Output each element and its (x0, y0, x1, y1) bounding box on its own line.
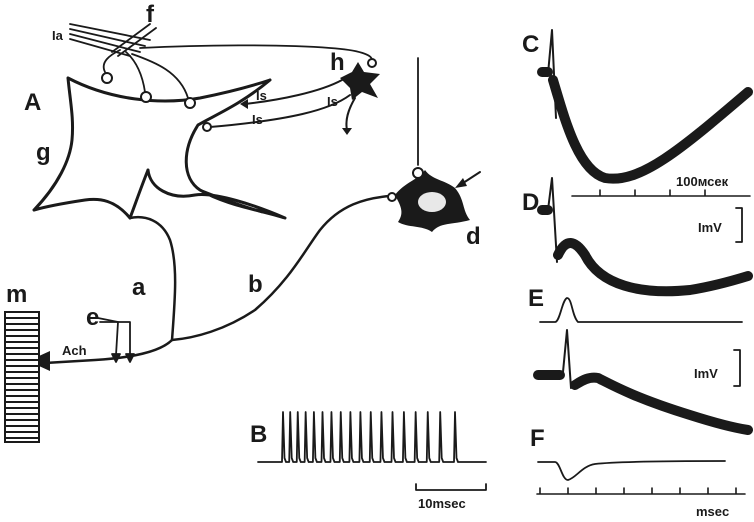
time-scale-c (572, 190, 750, 196)
label-D: D (522, 189, 539, 216)
label-a: a (132, 274, 146, 301)
dendrite-branch (200, 190, 262, 212)
scale-label-10msec: 10msec (418, 496, 466, 511)
label-is-2: Is (327, 94, 338, 109)
arrow-head (455, 178, 467, 188)
trace-e (538, 375, 748, 430)
synapse-knob (102, 73, 112, 83)
motoneuron-g-soma (34, 78, 285, 218)
renshaw-cell-d (395, 170, 470, 232)
label-ach: Ach (62, 343, 87, 358)
trace-e-top (540, 298, 742, 322)
trace-e-spike (563, 330, 571, 388)
label-e: e (86, 304, 99, 331)
volt-scale-d (736, 208, 742, 242)
panel-f-trace: F msec (530, 425, 745, 519)
panel-a-schematic: A g a b m e f h d Ia Is Is Is Ach (5, 1, 481, 442)
scale-label-f: msec (696, 504, 729, 519)
scale-bar-10msec (416, 484, 486, 490)
label-F: F (530, 425, 545, 452)
label-E: E (528, 285, 544, 312)
panel-c-trace: C 100мсек (522, 30, 750, 196)
electrodes-e (98, 318, 134, 362)
trace-d-spike (548, 178, 557, 262)
panel-e-trace: E ImV (528, 285, 748, 430)
scale-label-e: ImV (694, 366, 718, 381)
time-scale-f (537, 488, 745, 494)
label-h: h (330, 49, 345, 76)
label-f: f (146, 1, 155, 28)
label-C: C (522, 31, 539, 58)
label-A: A (24, 89, 41, 116)
label-ia: Ia (52, 28, 64, 43)
volt-scale-e (734, 350, 740, 386)
scale-label-d: ImV (698, 220, 722, 235)
label-d: d (466, 223, 481, 250)
label-b: b (248, 271, 263, 298)
synapse-knob (185, 98, 195, 108)
panel-b-spike-train: B 10msec (250, 412, 486, 511)
scale-label-c: 100мсек (676, 174, 729, 189)
endplate-ach (39, 351, 50, 371)
label-m: m (6, 281, 27, 308)
trace-c (542, 72, 748, 179)
interneuron-h (340, 62, 380, 100)
label-is-1: Is (256, 88, 267, 103)
synapse-knob (388, 193, 396, 201)
label-is-3: Is (252, 112, 263, 127)
label-g: g (36, 139, 51, 166)
synapse-knob (368, 59, 376, 67)
label-B: B (250, 421, 267, 448)
trace-f (538, 461, 725, 480)
synapse-knob (413, 168, 423, 178)
synapse-knob (141, 92, 151, 102)
synapse-knob (203, 123, 211, 131)
muscle-block (5, 312, 39, 442)
spike-train-trace (258, 412, 486, 462)
